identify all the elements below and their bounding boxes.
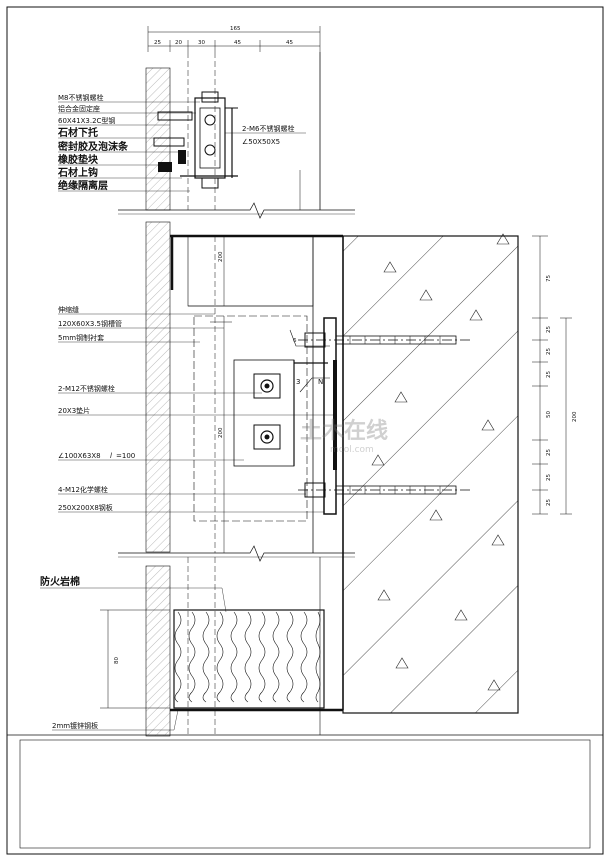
chemical-bolt-bottom xyxy=(298,482,470,498)
dim-right-seg-1: 25 xyxy=(546,326,552,333)
dim-seg-4: 45 xyxy=(234,40,241,46)
angle-bracket xyxy=(233,359,328,467)
watermark: 土木在线 mcol.com xyxy=(300,418,388,455)
dim-right-seg-2: 25 xyxy=(546,348,552,355)
dim-seg-1: 25 xyxy=(154,40,161,46)
dim-seg-3: 30 xyxy=(198,40,205,46)
label-m12-bolts: 2-M12不锈钢螺栓 xyxy=(58,384,115,393)
watermark-en: mcol.com xyxy=(330,445,374,455)
weld-side-mark: N xyxy=(318,378,323,386)
watermark-cn: 土木在线 xyxy=(300,418,388,444)
embed-plate xyxy=(323,317,337,515)
dim-left-lower: 200 xyxy=(218,427,224,438)
break-line-upper xyxy=(118,202,355,219)
label-angle-100: ∠100X63X8 xyxy=(58,452,101,460)
label-sealant: 密封胶及泡沫条 xyxy=(58,140,129,153)
upper-bracket-assembly xyxy=(153,91,238,189)
upper-guide-lines xyxy=(187,52,321,210)
label-steel-sleeve: 5mm钢制衬套 xyxy=(58,333,104,342)
sheet-border xyxy=(6,6,604,855)
dim-right-top: 75 xyxy=(546,275,552,282)
label-m6-bolts: 2-M6不锈钢螺栓 xyxy=(242,124,294,133)
label-length-symbol: l xyxy=(110,452,112,460)
label-stone-lower-tray: 石材下托 xyxy=(57,126,98,139)
label-insulation-layer: 绝缘隔离层 xyxy=(58,179,108,192)
weld-size-top: 3 xyxy=(296,378,300,386)
break-line-lower xyxy=(118,545,355,562)
concrete-wall xyxy=(342,233,519,714)
slab-outline xyxy=(170,234,344,712)
fireproof-insulation xyxy=(173,557,325,735)
dim-right-seg-7: 25 xyxy=(546,499,552,506)
dim-seg-2: 20 xyxy=(175,40,182,46)
label-rubber-pad: 橡胶垫块 xyxy=(58,153,99,166)
dim-seg-5: 45 xyxy=(286,40,293,46)
label-c-channel: 60X41X3.2C型钢 xyxy=(58,116,115,125)
bottom-labels: 80 防火岩棉 2mm镀锌钢板 xyxy=(40,575,227,731)
label-alloy-seat: 铝合金固定座 xyxy=(58,104,100,113)
left-dimensions: 200 200 xyxy=(218,236,225,553)
stone-panel xyxy=(145,67,171,737)
label-expansion-joint: 伸缩缝 xyxy=(58,305,79,314)
dim-right-seg-3: 25 xyxy=(546,371,552,378)
dim-left-upper: 200 xyxy=(218,251,224,262)
label-fireproof-rock-wool: 防火岩棉 xyxy=(40,575,80,588)
label-length-value: =100 xyxy=(116,452,135,460)
label-steel-plate: 250X200X8钢板 xyxy=(58,503,113,512)
dim-right-seg-5: 25 xyxy=(546,449,552,456)
weld-symbols: 6 3 N xyxy=(289,329,330,393)
label-galvanized-plate: 2mm镀锌钢板 xyxy=(52,721,98,730)
label-angle-50: ∠50X50X5 xyxy=(242,138,280,146)
middle-labels: 伸缩缝 120X60X3.5钢槽管 5mm钢制衬套 2-M12不锈钢螺栓 20X… xyxy=(58,305,334,513)
dim-right-seg-4: 50 xyxy=(546,411,552,418)
dim-insulation-height: 80 xyxy=(114,657,120,664)
title-block xyxy=(19,739,591,849)
steel-channel-tube xyxy=(187,235,314,553)
dim-right-seg-6: 25 xyxy=(546,474,552,481)
right-dimensions: 75 25 25 25 50 25 25 25 200 xyxy=(532,235,578,515)
dim-right-total: 200 xyxy=(572,411,578,422)
weld-size-small: 6 xyxy=(293,338,297,344)
label-steel-channel: 120X60X3.5钢槽管 xyxy=(58,319,122,328)
label-shim: 20X3垫片 xyxy=(58,406,90,415)
top-dimension-chain: 165 25 20 30 45 45 xyxy=(147,26,321,52)
label-stone-upper-hook: 石材上钩 xyxy=(57,166,98,179)
chemical-bolt-top xyxy=(298,332,470,348)
dim-total-width: 165 xyxy=(230,26,241,32)
label-m8-bolt: M8不锈钢螺栓 xyxy=(58,93,104,102)
upper-labels: M8不锈钢螺栓 铝合金固定座 60X41X3.2C型钢 石材下托 密封胶及泡沫条… xyxy=(57,93,306,192)
label-chemical-bolts: 4-M12化学螺栓 xyxy=(58,485,108,494)
